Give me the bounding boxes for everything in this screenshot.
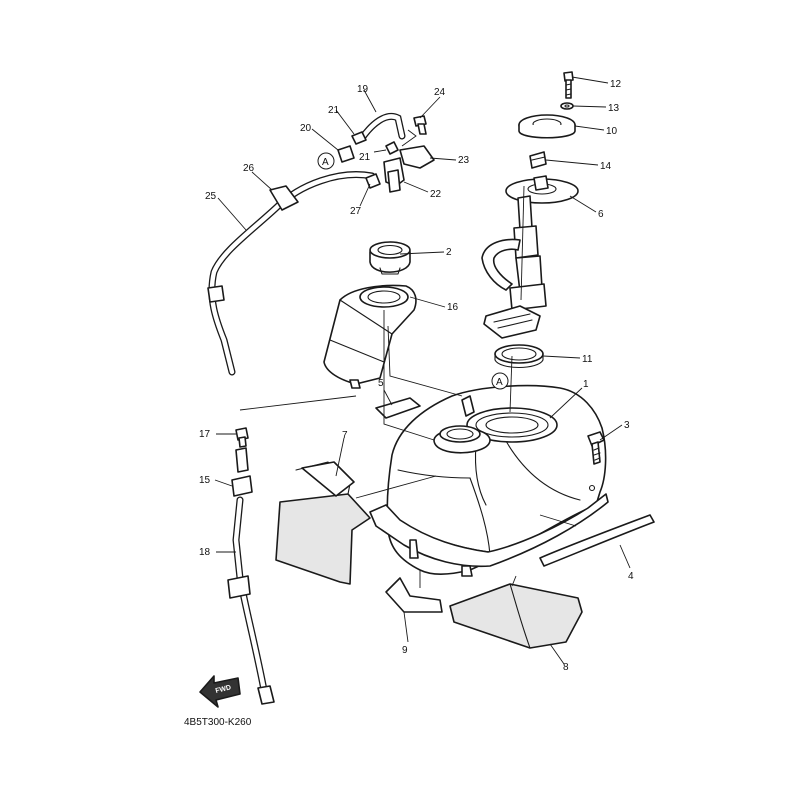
callout-24: 24 — [434, 87, 446, 98]
callout-20: 20 — [300, 123, 312, 134]
drain-hose-18 — [227, 496, 275, 705]
callout-16: 16 — [447, 302, 459, 313]
callout-26: 26 — [243, 163, 255, 174]
gasket-11 — [494, 344, 544, 369]
callout-4: 4 — [628, 571, 634, 582]
cover-panel-7 — [275, 461, 371, 585]
fwd-label: FWD — [215, 684, 232, 695]
callout-17: 17 — [199, 429, 211, 440]
callout-3: 3 — [624, 420, 630, 431]
leader-lines — [214, 76, 631, 665]
bolt-3 — [587, 431, 605, 465]
callout-8: 8 — [563, 662, 569, 673]
callout-9: 9 — [402, 645, 408, 656]
ref-marker-a-upper: A — [317, 152, 335, 170]
ref-marker-a-label: A — [496, 377, 503, 388]
bracket-9 — [385, 577, 443, 613]
plate-8 — [449, 583, 583, 649]
callout-19: 19 — [357, 84, 369, 95]
callout-27: 27 — [350, 206, 362, 217]
fuel-tank — [369, 384, 609, 577]
joint-22 — [383, 157, 405, 193]
ref-marker-a-lower: A — [491, 372, 509, 390]
callout-22: 22 — [430, 189, 442, 200]
callout-21-upper: 21 — [328, 105, 340, 116]
holder-23 — [399, 145, 435, 169]
callout-7: 7 — [342, 430, 348, 441]
tray-16 — [323, 284, 417, 389]
callout-15: 15 — [199, 475, 211, 486]
callout-labels: 1 2 3 4 5 6 7 8 9 10 11 12 13 14 15 16 1… — [199, 79, 634, 673]
callout-18: 18 — [199, 547, 211, 558]
callout-12: 12 — [610, 79, 622, 90]
callout-2: 2 — [446, 247, 452, 258]
callout-13: 13 — [608, 103, 620, 114]
callout-6: 6 — [598, 209, 604, 220]
ref-marker-a-label: A — [322, 157, 329, 168]
hose-19 — [358, 113, 406, 142]
fitting-17 — [235, 427, 249, 448]
valve-20 — [337, 145, 355, 163]
damper-strip-4 — [539, 514, 655, 567]
callout-5: 5 — [378, 378, 384, 389]
callout-25: 25 — [205, 191, 217, 202]
screw-24 — [413, 115, 427, 135]
callout-11: 11 — [582, 354, 593, 365]
hose-short — [235, 447, 249, 473]
forward-arrow-icon: FWD — [199, 675, 241, 708]
bolt-12 — [563, 71, 574, 99]
retaining-ring-10 — [518, 114, 576, 139]
clip-26 — [269, 185, 299, 211]
callout-21-lower: 21 — [359, 152, 371, 163]
damper-5 — [375, 397, 421, 419]
hose-clip-21-upper — [351, 131, 367, 145]
connector-14 — [529, 151, 547, 169]
breather-hose-25 — [207, 171, 376, 376]
hose-clip-21-lower — [385, 141, 399, 155]
fuel-pump — [481, 175, 579, 339]
part-code: 4B5T300-K260 — [184, 717, 252, 728]
callout-1: 1 — [583, 379, 589, 390]
callout-10: 10 — [606, 126, 618, 137]
washer-13 — [560, 102, 574, 110]
callout-14: 14 — [600, 161, 612, 172]
grommet-15 — [231, 475, 253, 497]
callout-23: 23 — [458, 155, 470, 166]
filler-cap — [369, 241, 411, 275]
